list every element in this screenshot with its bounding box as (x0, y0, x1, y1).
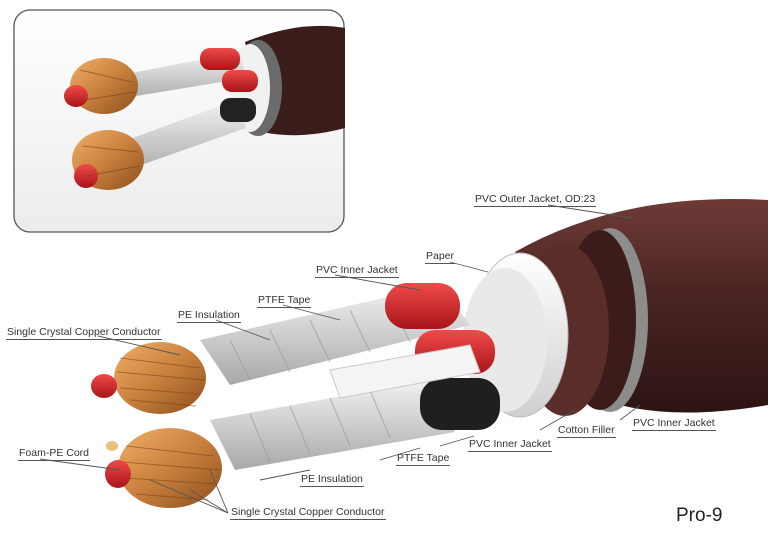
label-conductor-top: Single Crystal Copper Conductor (6, 326, 162, 340)
main-cable (91, 199, 768, 508)
label-ptfe-tape-top: PTFE Tape (257, 294, 312, 308)
label-ptfe-tape-bottom: PTFE Tape (396, 452, 451, 466)
label-pvc-inner-jacket-right: PVC Inner Jacket (632, 417, 716, 431)
label-pvc-inner-jacket-top: PVC Inner Jacket (315, 264, 399, 278)
label-paper: Paper (425, 250, 456, 264)
label-pe-insulation-bottom: PE Insulation (300, 473, 364, 487)
copper-bundle-top (91, 342, 206, 414)
label-pvc-inner-jacket-bottom: PVC Inner Jacket (468, 438, 552, 452)
inset-closeup (13, 9, 345, 233)
leader-lines (39, 204, 641, 514)
label-pe-insulation-top: PE Insulation (177, 309, 241, 323)
model-name: Pro-9 (676, 505, 723, 526)
label-cotton-filler: Cotton Filler (557, 424, 616, 438)
label-conductor-bottom: Single Crystal Copper Conductor (230, 506, 386, 520)
label-pvc-outer-jacket: PVC Outer Jacket, OD:23 (474, 193, 597, 207)
label-foam-pe-cord: Foam-PE Cord (18, 447, 91, 461)
copper-bundle-bottom (105, 428, 222, 508)
